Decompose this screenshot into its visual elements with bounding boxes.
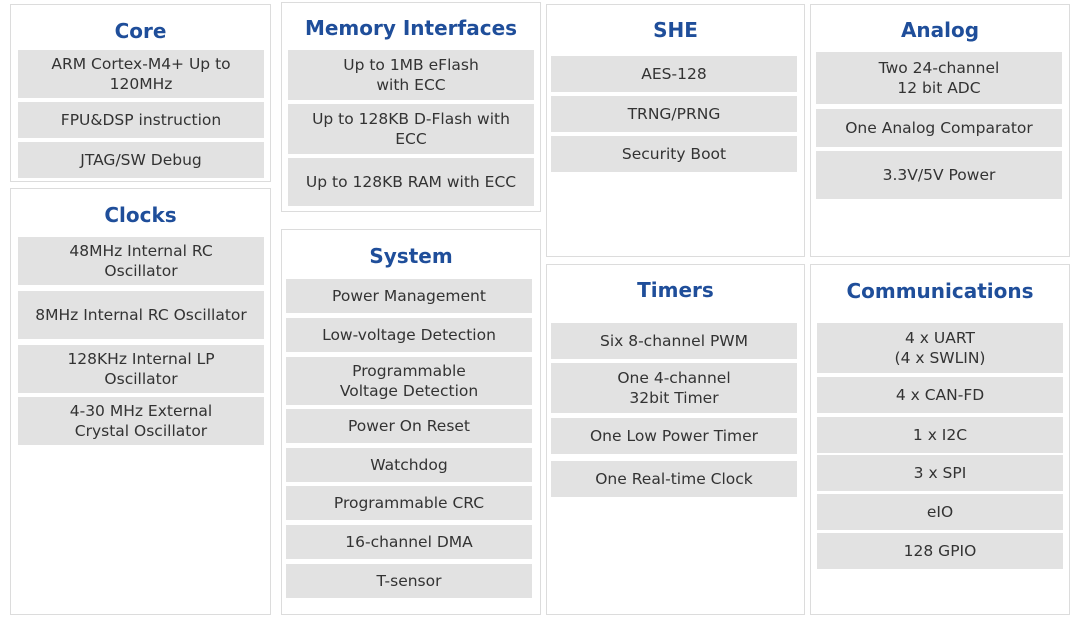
system-item: 16-channel DMA [286,525,532,559]
she-item: Security Boot [551,136,797,172]
core-panel: Core ARM Cortex-M4+ Up to 120MHz FPU&DSP… [10,4,271,182]
clocks-title: Clocks [104,203,177,227]
core-item: FPU&DSP instruction [18,102,264,138]
system-item: Watchdog [286,448,532,482]
system-title: System [369,244,453,268]
memory-item: Up to 128KB RAM with ECC [288,158,534,206]
analog-item: 3.3V/5V Power [816,151,1062,199]
timers-item: One 4-channel 32bit Timer [551,363,797,413]
she-panel: SHE AES-128 TRNG/PRNG Security Boot [546,4,805,257]
system-item: Power Management [286,279,532,313]
memory-title: Memory Interfaces [304,16,518,40]
she-title: SHE [653,18,698,42]
she-item: AES-128 [551,56,797,92]
analog-item: Two 24-channel 12 bit ADC [816,52,1062,104]
analog-item: One Analog Comparator [816,109,1062,147]
communications-item: 128 GPIO [817,533,1063,569]
clocks-item: 48MHz Internal RC Oscillator [18,237,264,285]
system-item: Power On Reset [286,409,532,443]
timers-panel: Timers Six 8-channel PWM One 4-channel 3… [546,264,805,615]
system-item: Low-voltage Detection [286,318,532,352]
communications-item: 3 x SPI [817,455,1063,491]
system-item: Programmable CRC [286,486,532,520]
memory-item: Up to 1MB eFlash with ECC [288,50,534,100]
communications-title: Communications [846,279,1034,303]
communications-item: 1 x I2C [817,417,1063,453]
clocks-item: 8MHz Internal RC Oscillator [18,291,264,339]
communications-item: eIO [817,494,1063,530]
core-title: Core [114,19,167,43]
analog-panel: Analog Two 24-channel 12 bit ADC One Ana… [810,4,1070,257]
clocks-panel: Clocks 48MHz Internal RC Oscillator 8MHz… [10,188,271,615]
timers-item: Six 8-channel PWM [551,323,797,359]
communications-item: 4 x CAN-FD [817,377,1063,413]
timers-title: Timers [637,278,714,302]
core-item: ARM Cortex-M4+ Up to 120MHz [18,50,264,98]
memory-panel: Memory Interfaces Up to 1MB eFlash with … [281,2,541,212]
system-panel: System Power Management Low-voltage Dete… [281,229,541,615]
communications-item: 4 x UART (4 x SWLIN) [817,323,1063,373]
timers-item: One Real-time Clock [551,461,797,497]
memory-item: Up to 128KB D-Flash with ECC [288,104,534,154]
core-item: JTAG/SW Debug [18,142,264,178]
clocks-item: 4-30 MHz External Crystal Oscillator [18,397,264,445]
she-item: TRNG/PRNG [551,96,797,132]
analog-title: Analog [900,18,980,42]
timers-item: One Low Power Timer [551,418,797,454]
communications-panel: Communications 4 x UART (4 x SWLIN) 4 x … [810,264,1070,615]
system-item: Programmable Voltage Detection [286,357,532,405]
clocks-item: 128KHz Internal LP Oscillator [18,345,264,393]
system-item: T-sensor [286,564,532,598]
